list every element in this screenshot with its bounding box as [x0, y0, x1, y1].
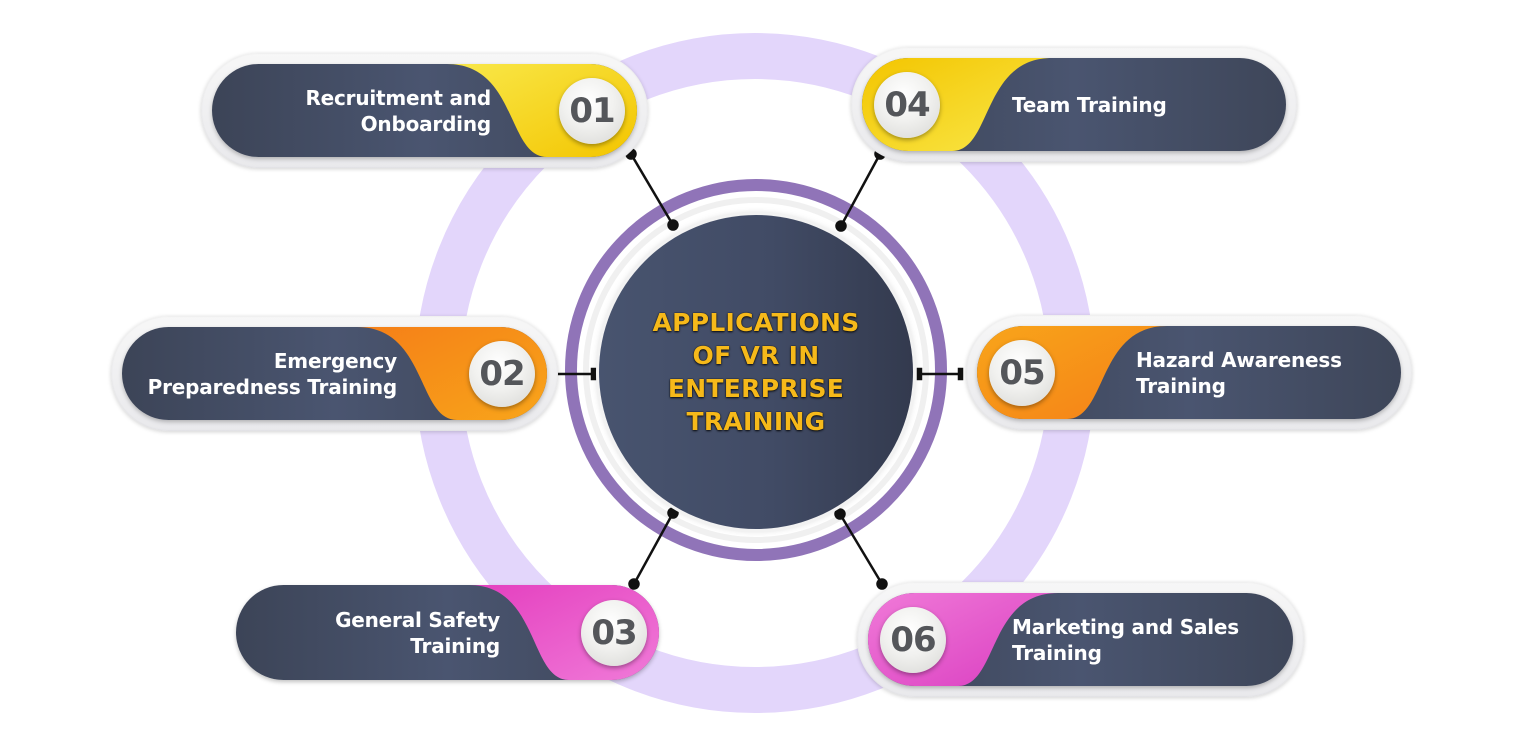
number-badge: 03 — [581, 599, 647, 666]
card-01: 01 Recruitment and Onboarding — [201, 53, 648, 168]
center-title: APPLICATIONS OF VR IN ENTERPRISE TRAININ… — [652, 308, 860, 436]
card-05: 05 Hazard Awareness Training — [966, 315, 1412, 430]
connector-05 — [916, 367, 964, 381]
inner-ring — [565, 179, 947, 561]
card-label: Team Training — [1012, 92, 1167, 117]
card-label: Recruitment and Onboarding — [305, 85, 491, 136]
card-06: 06 Marketing and Sales Training — [857, 582, 1304, 697]
card-03: 03 General Safety Training — [236, 585, 659, 680]
number-badge: 06 — [880, 606, 946, 673]
number-badge: 05 — [989, 339, 1055, 406]
card-04: 04 Team Training — [851, 47, 1297, 162]
card-label: Emergency Preparedness Training — [147, 348, 398, 399]
number-badge: 02 — [469, 340, 535, 407]
card-label: Marketing and Sales Training — [1012, 614, 1239, 665]
card-02: 02 Emergency Preparedness Training — [111, 316, 558, 431]
card-label: Hazard Awareness Training — [1136, 347, 1342, 398]
center-hub: APPLICATIONS OF VR IN ENTERPRISE TRAININ… — [599, 215, 913, 529]
number-badge: 01 — [559, 77, 625, 144]
connector-06 — [834, 508, 888, 590]
card-label: General Safety Training — [335, 607, 500, 658]
number-badge: 04 — [874, 71, 940, 138]
